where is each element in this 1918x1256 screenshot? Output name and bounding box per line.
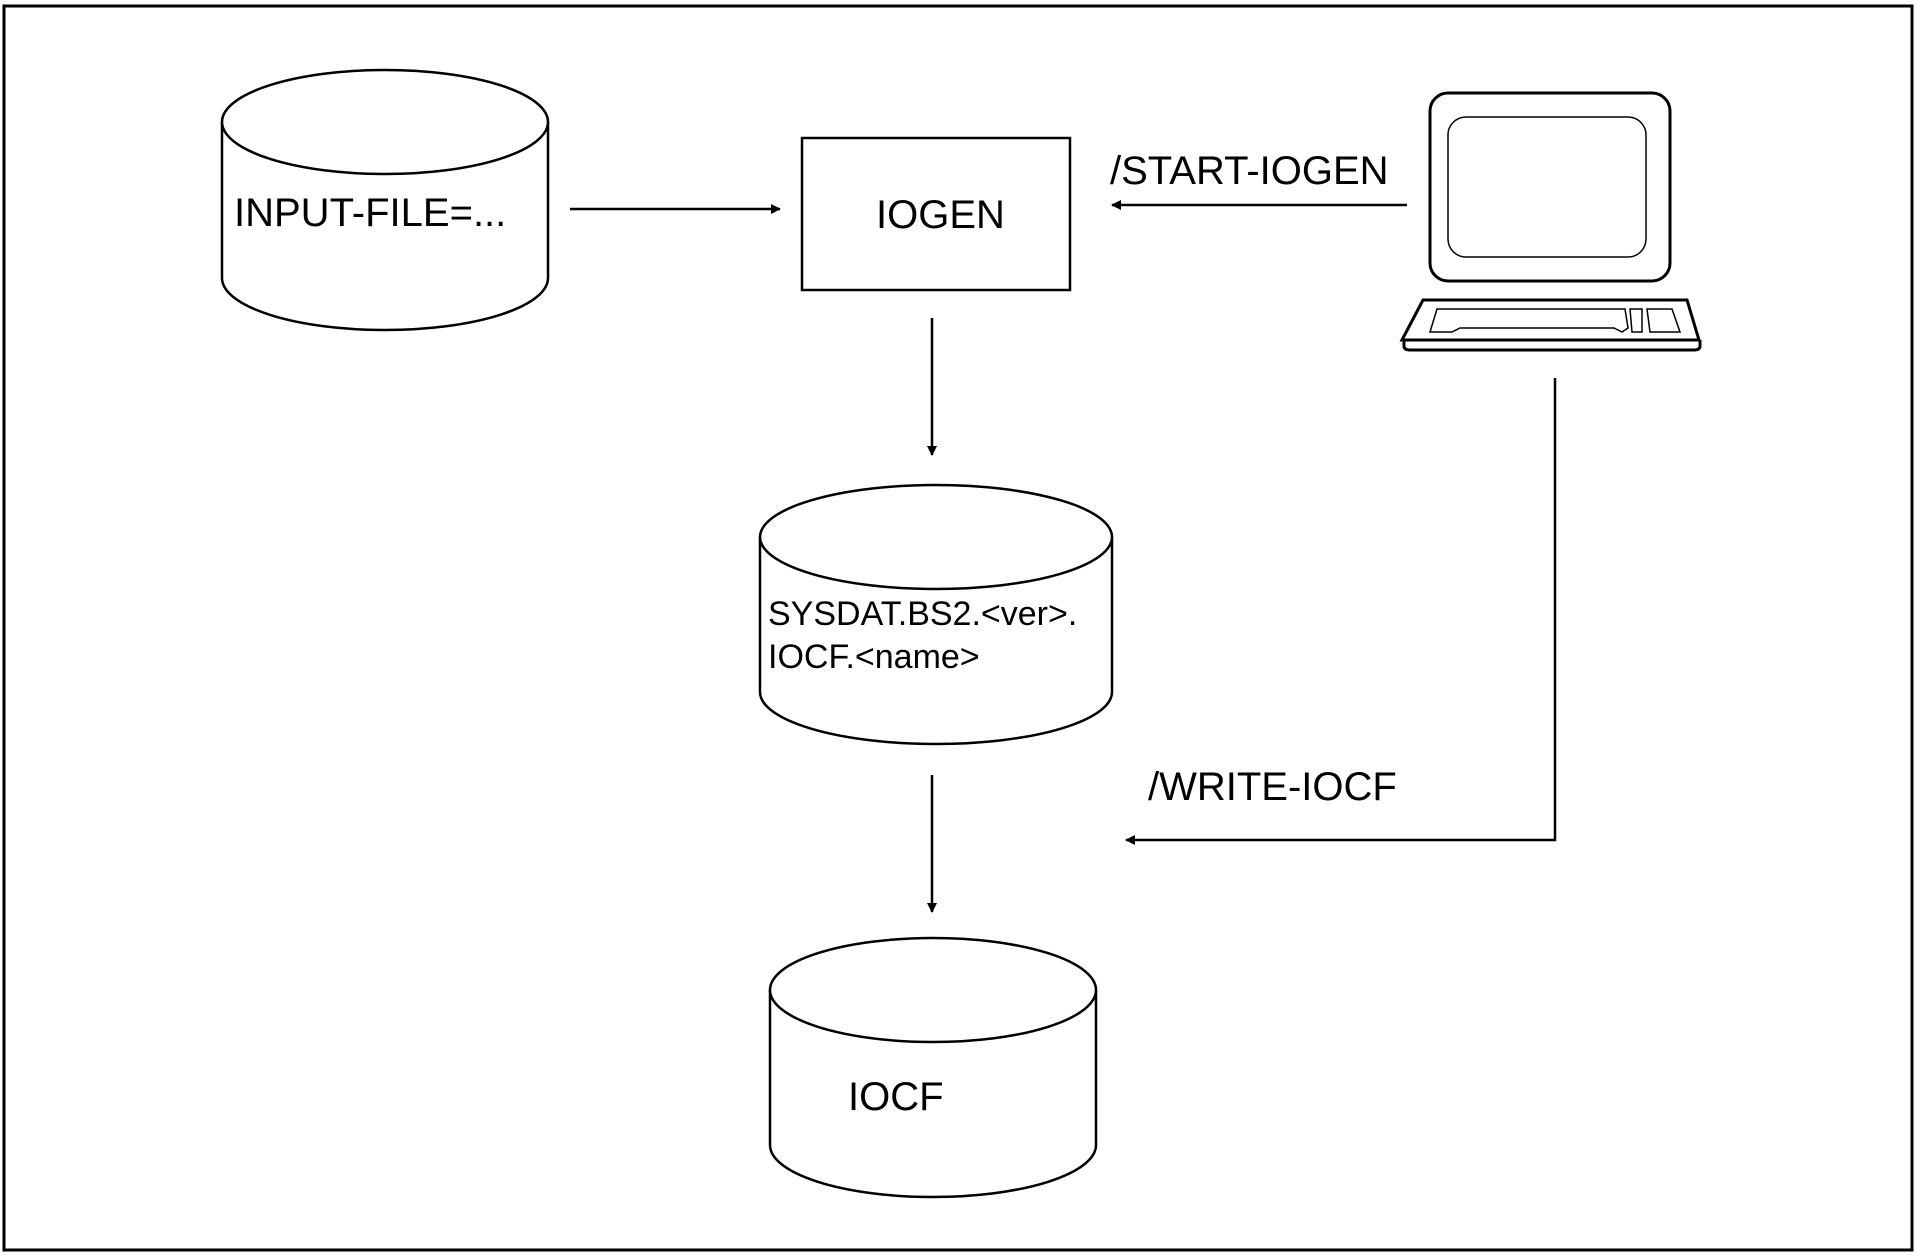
iocf-cylinder: IOCF: [768, 936, 1098, 1199]
iocf-label: IOCF: [848, 1075, 944, 1119]
sysdat-label-line1: SYSDAT.BS2.<ver>.: [768, 595, 1077, 633]
sysdat-cylinder: SYSDAT.BS2.<ver>. IOCF.<name>: [758, 483, 1114, 746]
iogen-box: IOGEN: [800, 136, 1072, 292]
input-file-label: INPUT-FILE=...: [234, 191, 506, 235]
diagram-frame: [2, 4, 1914, 1252]
write-iocf-command-label: /WRITE-IOCF: [1148, 765, 1397, 809]
input-file-cylinder: INPUT-FILE=...: [220, 68, 550, 332]
sysdat-label-line2: IOCF.<name>: [768, 638, 980, 676]
iogen-label: IOGEN: [876, 193, 1005, 237]
computer-terminal-icon: [1399, 91, 1702, 352]
arrow-terminal-write-iocf: [1125, 378, 1557, 845]
start-iogen-command-label: /START-IOGEN: [1110, 149, 1389, 193]
